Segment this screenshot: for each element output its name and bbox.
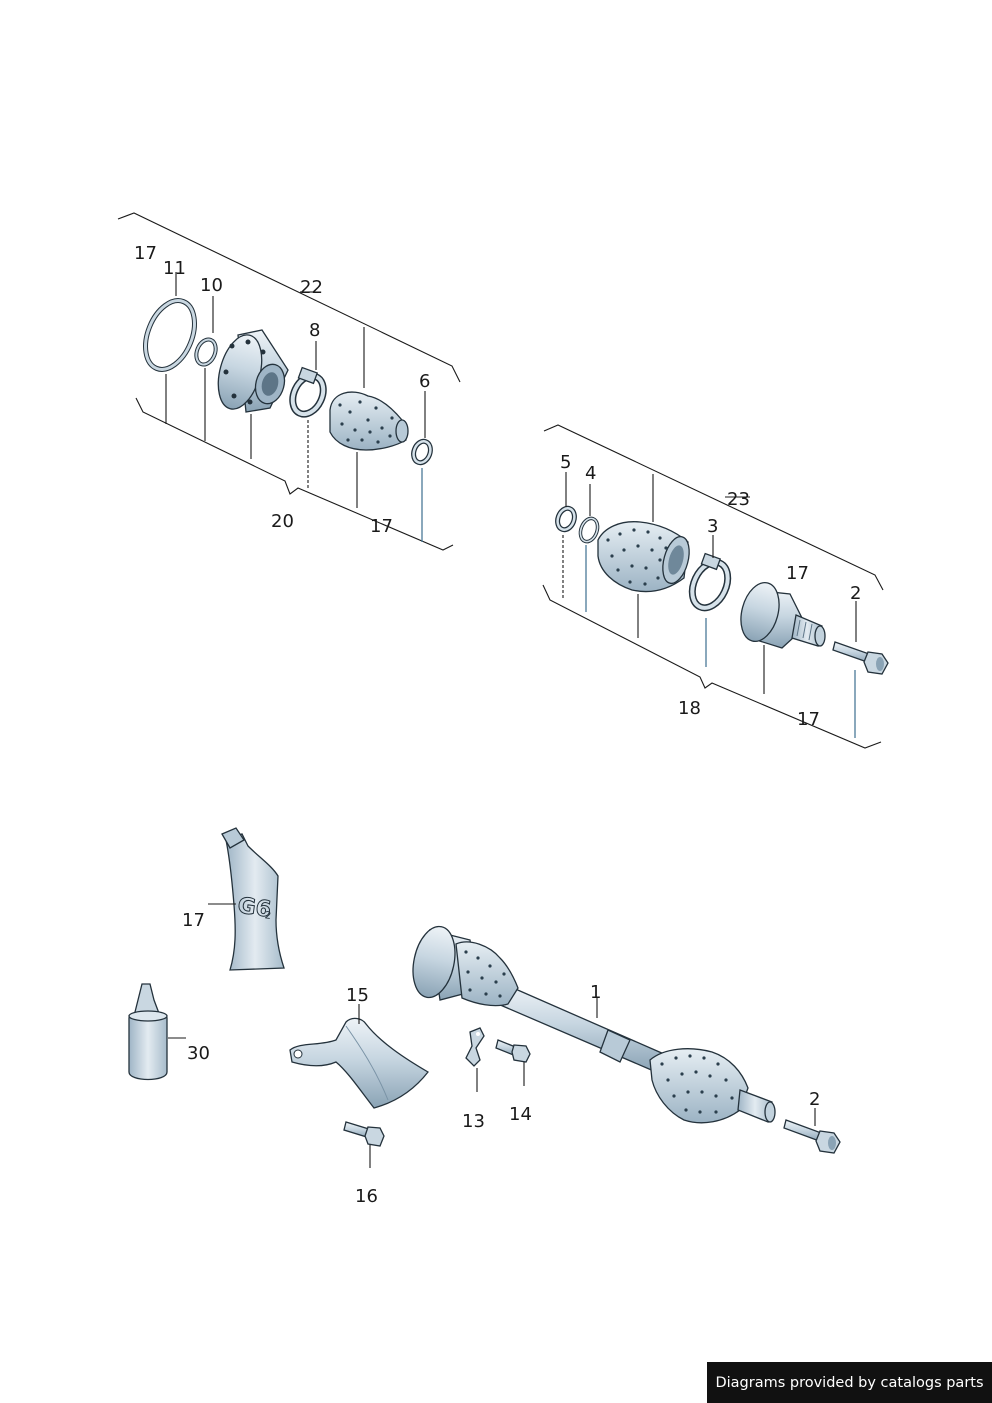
- screw-14: [495, 1039, 531, 1063]
- screw-16: [343, 1121, 385, 1147]
- kit-frame-bottom-2: [542, 584, 882, 749]
- hex-bolt-2-bottom: [783, 1119, 841, 1154]
- callout-13: 13: [462, 1111, 485, 1132]
- hex-bolt-2-mid: [832, 641, 889, 675]
- callout-17-grease-top: 17: [370, 516, 393, 537]
- drive-shaft-assembly: [412, 925, 776, 1124]
- callout-14: 14: [509, 1104, 532, 1125]
- kit-frame-top-2: [543, 424, 884, 591]
- callout-17-frame: 17: [134, 243, 157, 264]
- callout-18: 18: [678, 698, 701, 719]
- kit-frame-bottom: [135, 397, 454, 551]
- cv-joint-housing: [740, 582, 826, 649]
- sealant-bottle-30: [128, 983, 168, 1081]
- tube-marking: G6: [236, 893, 273, 922]
- callout-16: 16: [355, 1186, 378, 1207]
- grease-tube-g6: G6 2: [221, 827, 285, 971]
- credit-banner: Diagrams provided by catalogs parts: [707, 1362, 992, 1403]
- heat-shield-15: [289, 1017, 429, 1109]
- callout-22: 22: [300, 277, 323, 298]
- lock-plate-13: [465, 1027, 485, 1067]
- tube-marking-sub: 2: [264, 910, 272, 922]
- clip-6: [411, 438, 433, 466]
- cv-boot-mid: [597, 521, 690, 593]
- callout-23: 23: [727, 489, 750, 510]
- callout-2-mid: 2: [850, 583, 861, 604]
- top-left-group: 17 11 10 22 8 6 20 17: [117, 212, 461, 551]
- joint-flange: [217, 329, 289, 413]
- callout-20: 20: [271, 511, 294, 532]
- callout-11: 11: [163, 258, 186, 279]
- callout-6: 6: [419, 371, 430, 392]
- callout-17-grease-mid: 17: [797, 709, 820, 730]
- mid-right-group: 5 4 23 3 17 2 18 17: [542, 424, 889, 749]
- seal-ring-11: [143, 298, 197, 372]
- callout-15: 15: [346, 985, 369, 1006]
- callout-10: 10: [200, 275, 223, 296]
- callout-5: 5: [560, 452, 571, 473]
- callout-30: 30: [187, 1043, 210, 1064]
- callout-3: 3: [707, 516, 718, 537]
- o-ring-4: [578, 516, 600, 544]
- kit-frame-top: [117, 212, 461, 383]
- callout-17-tube: 17: [182, 910, 205, 931]
- clip-5: [555, 505, 577, 533]
- hose-clamp-8: [289, 366, 327, 418]
- hose-clamp-3: [688, 552, 732, 612]
- callout-2-bottom: 2: [809, 1089, 820, 1110]
- o-ring-10: [194, 337, 218, 367]
- callout-1: 1: [590, 982, 601, 1003]
- callout-4: 4: [585, 463, 596, 484]
- callout-17-joint: 17: [786, 563, 809, 584]
- cv-boot-top: [329, 391, 409, 451]
- callout-8: 8: [309, 320, 320, 341]
- bottom-group: G6 2 17 30 15 16: [128, 827, 841, 1207]
